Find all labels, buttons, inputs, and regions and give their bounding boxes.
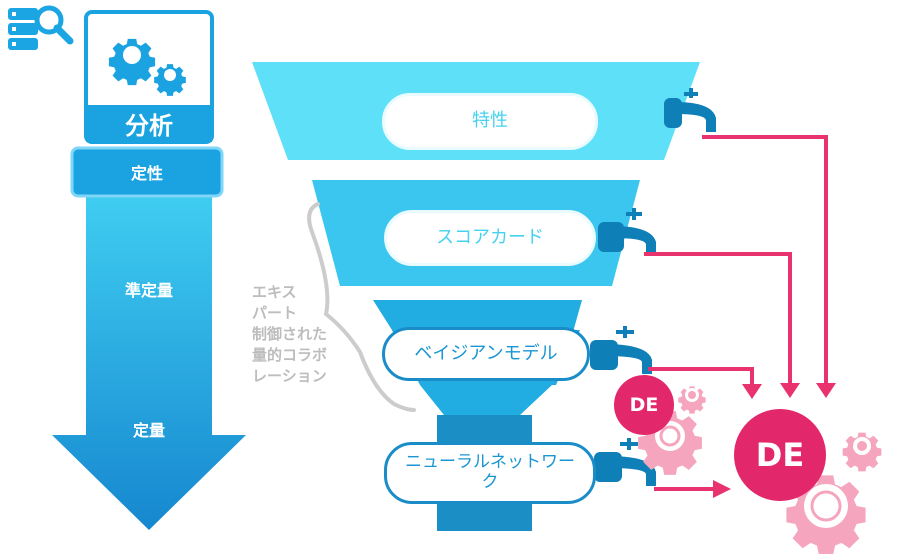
stage-scorecard: スコアカード — [384, 210, 596, 266]
stage-neural-network-label: ニューラルネットワーク — [405, 452, 575, 492]
side-note-line-5: レーション — [252, 367, 327, 385]
faucet-icon-2 — [598, 208, 656, 256]
stage-traits: 特性 — [382, 93, 598, 150]
side-note-line-1: エキス — [252, 283, 297, 301]
stage-bayesian-model: ベイジアンモデル — [382, 327, 590, 381]
side-note-line-4: 量的コラボ — [252, 346, 328, 364]
side-note: エキス パート 制御された 量的コラボ レーション — [252, 282, 327, 387]
stage-neural-network: ニューラルネットワーク — [384, 442, 596, 504]
bracket — [307, 202, 416, 412]
faucet-icon-4 — [594, 438, 656, 486]
analysis-title: 分析 — [125, 112, 173, 140]
de-label-large: DE — [755, 436, 805, 474]
label-semi-quantitative: 準定量 — [124, 281, 173, 300]
server-search-icon — [8, 5, 74, 50]
label-quantitative: 定量 — [132, 421, 165, 440]
faucet-icon-3 — [590, 326, 652, 374]
gears-icon — [108, 38, 186, 96]
arrow-heads — [713, 383, 836, 498]
small-de-badge — [614, 375, 706, 475]
de-label-small: DE — [629, 394, 659, 416]
faucet-icon-1 — [664, 88, 716, 132]
side-note-line-3: 制御された — [252, 325, 328, 343]
side-note-line-2: パート — [252, 304, 298, 322]
analysis-icon-box — [84, 10, 214, 144]
analysis-spectrum-arrow — [52, 146, 246, 530]
label-qualitative: 定性 — [130, 164, 163, 183]
data-flow-arrows — [644, 135, 828, 491]
large-de-badge — [734, 409, 882, 555]
